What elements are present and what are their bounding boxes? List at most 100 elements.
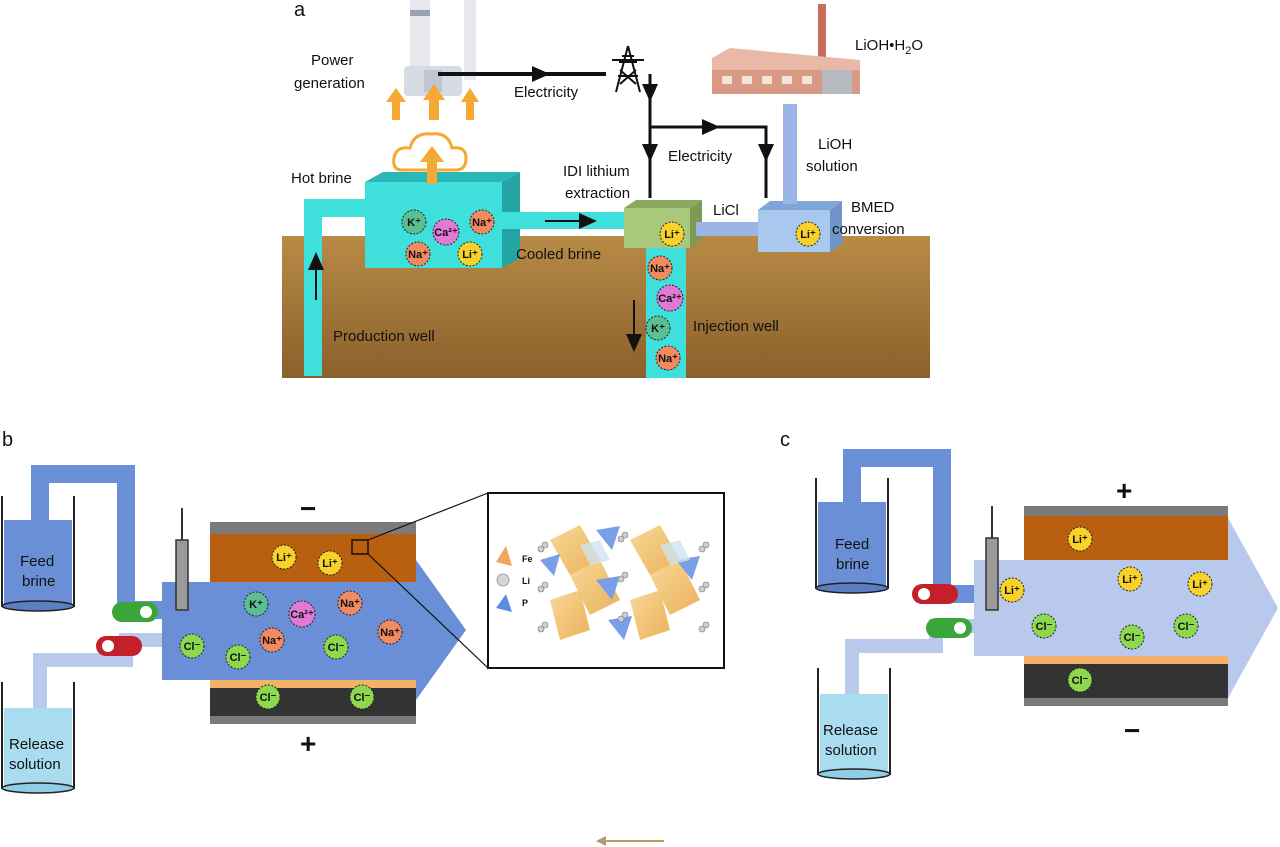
ion-li [317,550,343,576]
panel-b: b Feed brine Release solution [1,429,725,794]
feed-brine-label-1: Feed [20,553,54,570]
ion-li [1067,526,1093,552]
ion-cl-label: Cl⁻ [260,692,277,704]
ion-li-label: Li⁺ [462,249,478,261]
ion-li [271,544,297,570]
li-legend-icon [496,573,510,587]
ion-ca-label: Ca²⁺ [290,609,314,621]
release-solution-label-c-1: Release [823,722,878,739]
ion-cl [323,634,349,660]
ion-cl [255,684,281,710]
ion-cl-label: Cl⁻ [354,692,371,704]
power-pylon-icon [612,45,644,93]
ion-na-label: Na⁺ [380,627,400,639]
panel-c-ions: Li⁺ Li⁺ Li⁺ Li⁺ Cl⁻ Cl⁻ Cl⁻ Cl⁻ [999,526,1213,693]
injection-well-ions: Na⁺ Ca²⁺ K⁺ Na⁺ [645,255,684,371]
lioh-solution-label-1: LiOH [818,136,852,153]
panel-a-label: a [294,0,306,21]
bottom-current-collector-c [1024,698,1228,706]
electricity-label-1: Electricity [514,84,579,101]
ion-li-label: Li⁺ [1004,585,1020,597]
electricity-line-bmed [650,125,768,198]
ion-ca [656,284,684,312]
ion-cl [179,633,205,659]
hot-brine-ions: K⁺ Ca²⁺ Na⁺ Na⁺ Li⁺ [401,209,495,267]
release-valve-closed[interactable] [96,636,142,656]
bmed-label-2: conversion [832,221,905,238]
fe-legend-icon [496,546,512,566]
ion-na [405,241,431,267]
release-solution-beaker [1,682,75,794]
ion-na [259,627,285,653]
ion-cl [1067,667,1093,693]
panel-c: c Feed brine Release solution [780,429,1278,780]
feed-brine-label-c-2: brine [836,556,869,573]
feed-brine-label-c-1: Feed [835,536,869,553]
counter-electrode-b [210,688,416,716]
p-legend-icon [496,594,512,612]
ion-li-label: Li⁺ [800,229,816,241]
ion-na [647,255,673,281]
ion-li-label: Li⁺ [1072,534,1088,546]
lioh-solution-label-2: solution [806,158,858,175]
ion-na-label: Na⁺ [408,249,428,261]
ion-ca [288,600,316,628]
ion-na [377,619,403,645]
ion-cl-label: Cl⁻ [1124,632,1141,644]
legend-p: P [522,598,528,608]
ion-cl-label: Cl⁻ [1036,621,1053,633]
idi-label-2: extraction [565,185,630,202]
ion-li [457,241,483,267]
release-valve-open[interactable] [926,618,972,638]
ion-cl [225,644,251,670]
ion-k [243,591,269,617]
ion-cl [1119,624,1145,650]
ion-k-label: K⁺ [407,217,421,229]
ion-li-label: Li⁺ [1122,574,1138,586]
ion-li-label: Li⁺ [322,558,338,570]
ion-na-label: Na⁺ [340,598,360,610]
separator-b [210,680,416,688]
lioh-factory-icon [712,4,860,94]
ion-na-label: Na⁺ [262,635,282,647]
separator-c [1024,656,1228,664]
top-electrode-sign-c: + [1116,475,1132,506]
feed-brine-label-2: brine [22,573,55,590]
ion-k-label: K⁺ [249,599,263,611]
ion-li-label: Li⁺ [276,552,292,564]
ion-ca-label: Ca²⁺ [658,293,682,305]
release-solution-label-c-2: solution [825,742,877,759]
panel-c-label: c [780,429,790,451]
ion-k-label: K⁺ [651,323,665,335]
lifepo4-crystal-lattice [537,525,710,640]
lithium-electrode-c [1024,516,1228,560]
feed-valve-open[interactable] [112,602,158,622]
hot-brine-label: Hot brine [291,170,352,187]
product-label: LiOH•H2O [855,37,923,57]
feed-valve-closed[interactable] [912,584,958,604]
ion-cl [349,684,375,710]
steam-cloud-icon [392,132,468,184]
reference-probe-b [175,539,189,611]
ion-li [1117,566,1143,592]
ion-ca [432,218,460,246]
legend-li: Li [522,576,530,586]
power-generation-label-2: generation [294,75,365,92]
ion-cl-label: Cl⁻ [184,641,201,653]
panel-b-ions: Li⁺ Li⁺ K⁺ Ca²⁺ Na⁺ Na⁺ Na⁺ Cl⁻ Cl⁻ Cl⁻ … [179,544,403,710]
release-solution-label-2: solution [9,756,61,773]
cooled-brine-label: Cooled brine [516,246,601,263]
bottom-electrode-sign-b: + [300,728,316,759]
ion-ca-label: Ca²⁺ [434,227,458,239]
electricity-label-2: Electricity [668,148,733,165]
ion-li [1187,571,1213,597]
power-plant-icon [404,0,476,96]
ion-cl-label: Cl⁻ [230,652,247,664]
production-well-pipe [304,199,372,376]
production-well-label: Production well [333,328,435,345]
counter-electrode-c [1024,664,1228,698]
licl-pipe [696,222,760,236]
ion-li-label: Li⁺ [1192,579,1208,591]
ion-li [659,221,685,247]
ion-na [469,209,495,235]
